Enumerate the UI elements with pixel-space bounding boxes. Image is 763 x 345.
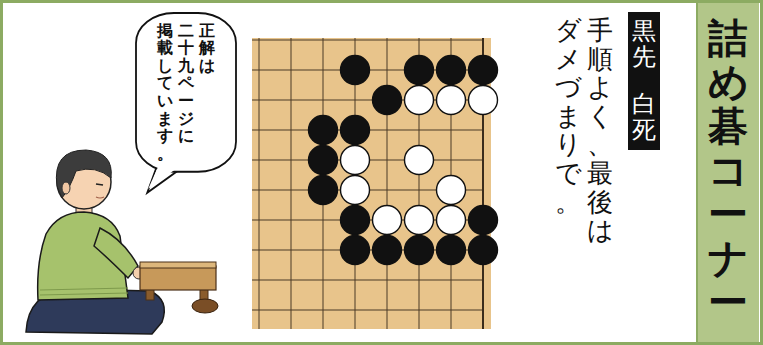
- black-stone: [405, 56, 434, 85]
- text-column: 正解は: [199, 22, 215, 75]
- text-column: 詰め碁コーナー: [708, 16, 748, 324]
- node-text: 正解は 二十九ページに 掲載しています。: [135, 12, 237, 173]
- text-column: 手順よく、最後は: [587, 16, 613, 245]
- small-go-board: [140, 266, 216, 290]
- text-column: ダメづまりで。: [555, 16, 581, 216]
- label-holder: 手順よく、最後は ダメづまりで。: [555, 16, 613, 245]
- text-column: 掲載しています。: [157, 22, 173, 163]
- title-holder: 詰め碁コーナー: [708, 16, 748, 324]
- bubble-outline: [136, 13, 236, 172]
- mouth: [96, 197, 104, 198]
- black-stone: [437, 56, 466, 85]
- title-band: [697, 3, 759, 342]
- white-stone: [373, 206, 402, 235]
- grid-line: [259, 38, 260, 329]
- black-stone: [309, 146, 338, 175]
- black-stone: [341, 206, 370, 235]
- grid-line: [252, 310, 483, 311]
- black-stone: [341, 236, 370, 265]
- white-stone: [341, 176, 370, 205]
- white-stone: [405, 206, 434, 235]
- white-stone: [437, 206, 466, 235]
- board-surface: [252, 38, 491, 329]
- grid-line: [252, 280, 483, 281]
- black-stone: [309, 176, 338, 205]
- eye: [96, 184, 103, 185]
- stone-bowl: [192, 299, 218, 313]
- black-stone: [469, 56, 498, 85]
- board-top: [140, 262, 216, 268]
- black-stone: [469, 236, 498, 265]
- white-stone: [437, 86, 466, 115]
- black-stone: [469, 206, 498, 235]
- white-stone: [469, 86, 498, 115]
- sweater-hem: [40, 288, 128, 295]
- black-stone: [341, 56, 370, 85]
- white-stone: [405, 86, 434, 115]
- text-column: 二十九ページに: [178, 22, 194, 145]
- grid-line: [291, 38, 292, 329]
- node-text: 黒先 白死: [628, 12, 660, 150]
- grid-line: [252, 40, 483, 41]
- text-column: 黒先: [632, 18, 656, 71]
- player-figure: [26, 150, 218, 334]
- black-stone: [309, 116, 338, 145]
- hair: [56, 150, 111, 198]
- black-label-box: 黒先 白死: [628, 12, 660, 150]
- black-stone: [373, 86, 402, 115]
- corner-title: 詰め碁コーナー: [708, 16, 748, 324]
- band-border: [696, 3, 698, 342]
- speech-bubble: 正解は 二十九ページに 掲載しています。: [135, 12, 237, 173]
- go-board: [252, 38, 498, 329]
- grid-line: [387, 38, 388, 329]
- black-stone: [341, 116, 370, 145]
- black-stone: [373, 236, 402, 265]
- text-column: 白死: [632, 91, 656, 144]
- black-stone: [405, 236, 434, 265]
- black-stone: [437, 236, 466, 265]
- white-stone: [405, 146, 434, 175]
- white-stone: [437, 176, 466, 205]
- instruction-text: 手順よく、最後は ダメづまりで。: [555, 16, 613, 245]
- bubble-tail-fill: [148, 163, 179, 188]
- white-stone: [341, 146, 370, 175]
- ear: [62, 182, 70, 194]
- arm: [94, 228, 138, 278]
